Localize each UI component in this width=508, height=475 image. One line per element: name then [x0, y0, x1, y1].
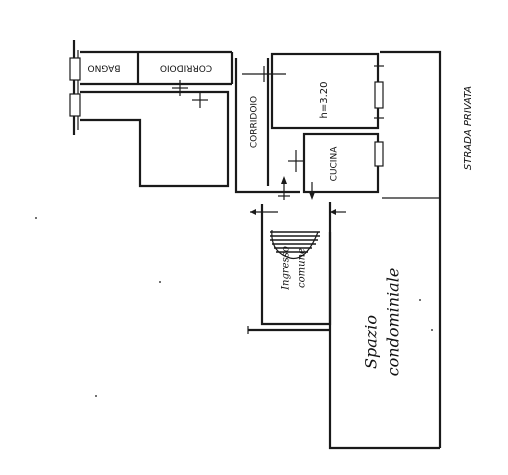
- left-exterior-wall: [69, 40, 81, 135]
- label-strada-privata: STRADA PRIVATA: [463, 86, 474, 170]
- room-label-corridoio-top: CORRIDOIO: [160, 63, 212, 73]
- common-area: [328, 232, 440, 450]
- cucina-room: [288, 132, 384, 194]
- label-ingresso-line1: Ingresso: [281, 246, 292, 291]
- room-label-bagno: BAGNO: [88, 63, 121, 73]
- label-spazio-line1: Spazio: [362, 315, 381, 369]
- room-label-corridoio-vertical: CORRIDOIO: [250, 96, 260, 148]
- top-wing: [80, 50, 234, 96]
- label-spazio-line2: condominiale: [384, 268, 403, 377]
- street-boundary: [380, 50, 442, 448]
- left-lower-block: [80, 90, 230, 188]
- room-label-cucina: CUCINA: [330, 146, 340, 182]
- main-room: [270, 52, 384, 130]
- label-ingresso-line2: comune: [297, 248, 308, 288]
- room-label-height: h=3.20: [319, 82, 330, 119]
- stair-hatching: [270, 229, 320, 260]
- paper-specks: [35, 217, 433, 397]
- vertical-corridor: [234, 58, 300, 194]
